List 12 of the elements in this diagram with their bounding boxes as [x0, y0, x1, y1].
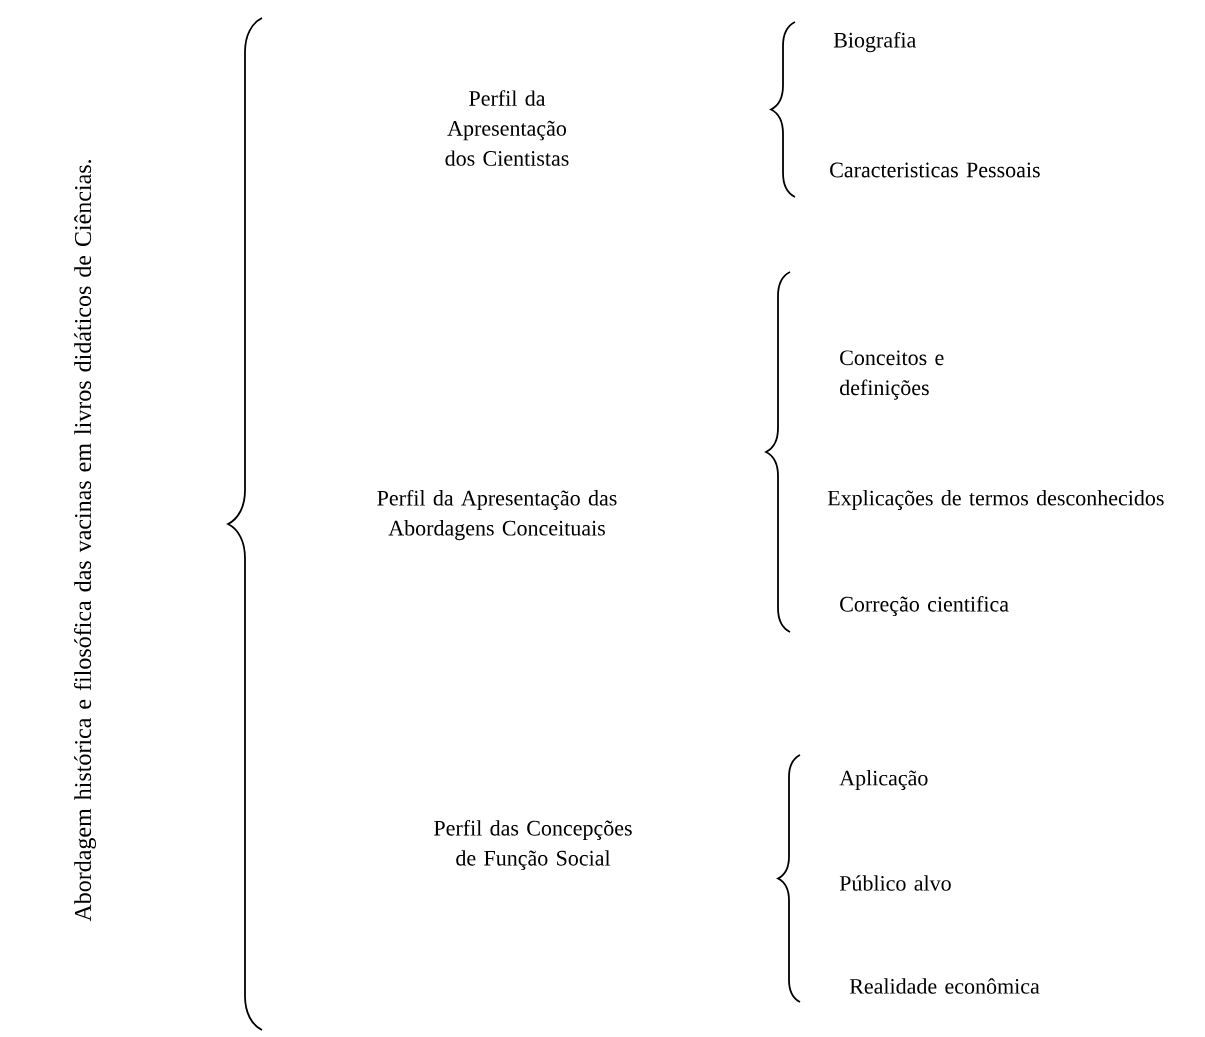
label-text: Realidade econômica [849, 978, 1040, 994]
label-text: Caracteristicas Pessoais [830, 162, 1040, 178]
label-text: Conceitos e definições [840, 350, 944, 400]
label-text: Perfil da Apresentação dos Cientistas [445, 90, 569, 166]
vertical-title: Abordagem histórica e filosófica das vacinas em livros didáticos de Ciências. [73, 159, 97, 922]
label-text: Perfil da Apresentação das Abordagens Conceituais [377, 489, 617, 541]
label-text: Perfil das Concepções de Função Social [434, 819, 632, 871]
label-text: Público alvo [839, 875, 951, 891]
label-text: Biografia [833, 31, 916, 53]
label-text: Explicações de termos desconhecidos [827, 490, 1164, 510]
label-text: Aplicação [839, 770, 928, 790]
label-text: Correção cientifica [840, 595, 1009, 617]
